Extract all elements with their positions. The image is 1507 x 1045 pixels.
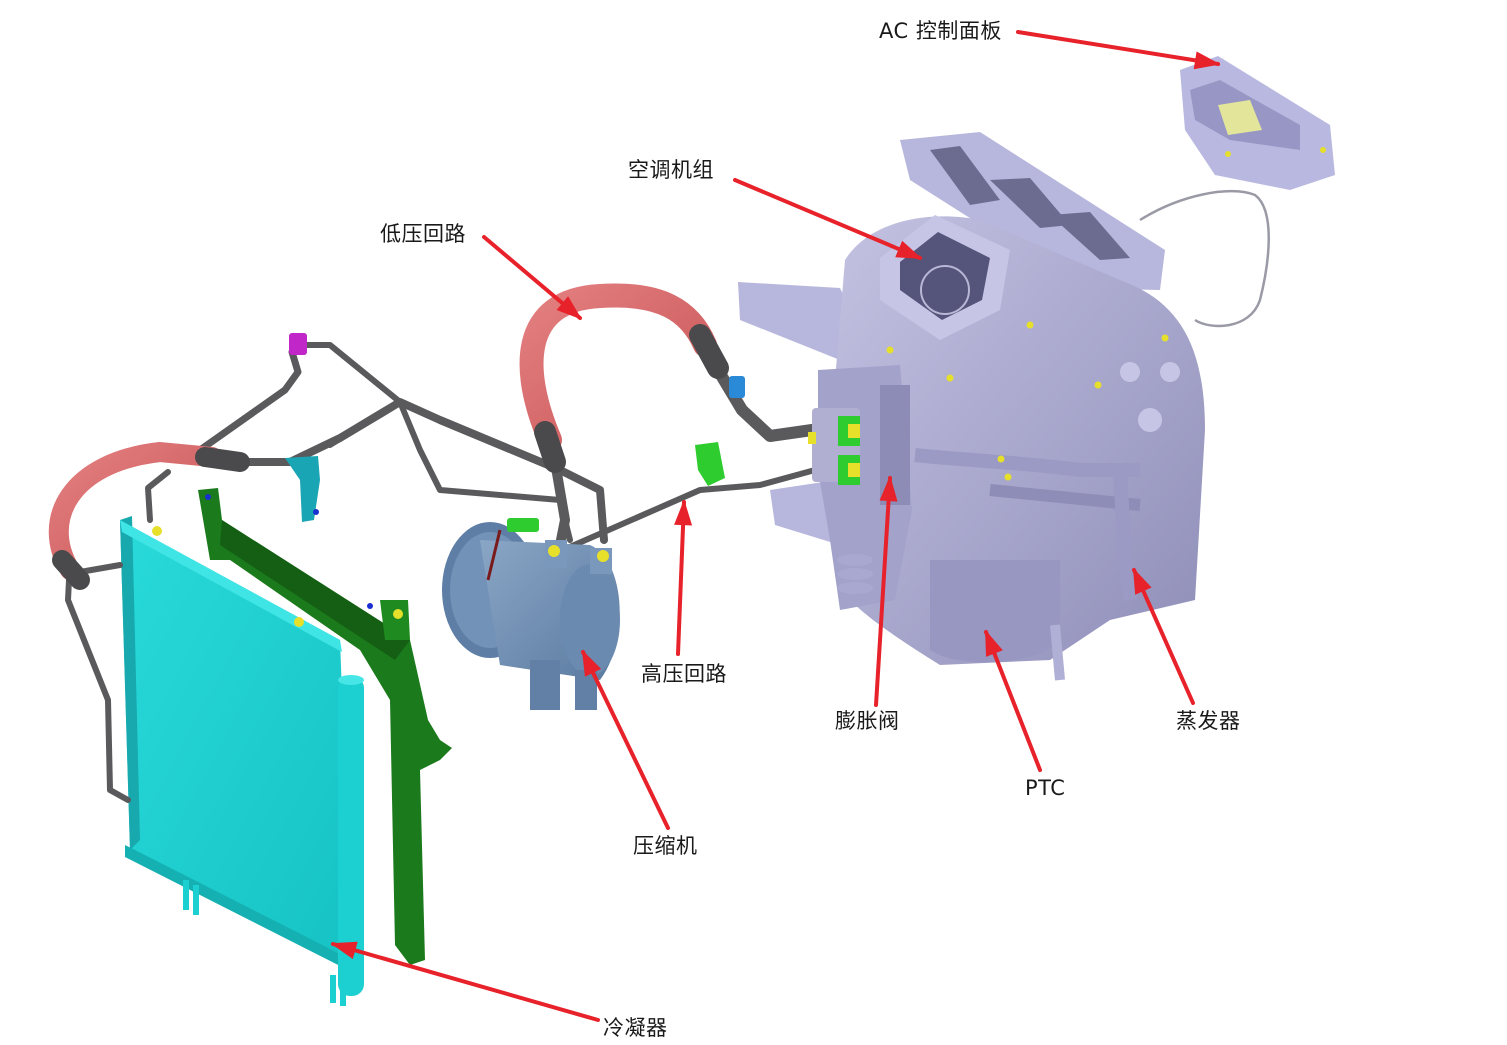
radiator-frame — [198, 488, 452, 965]
label-compressor: 压缩机 — [633, 834, 698, 858]
arrow-ptc-heater — [984, 629, 1042, 772]
callout-arrows — [330, 30, 1221, 1022]
ac-control-panel — [1180, 56, 1335, 190]
label-ac-control-panel: AC 控制面板 — [879, 19, 1002, 43]
arrow-condenser — [330, 941, 600, 1022]
arrow-low-pressure-line — [482, 235, 582, 320]
control-cable — [1139, 189, 1270, 328]
arrow-expansion-valve — [874, 475, 898, 707]
label-expansion-valve: 膨胀阀 — [835, 709, 900, 733]
label-hvac-unit: 空调机组 — [628, 158, 714, 182]
condenser — [120, 516, 403, 1006]
compressor — [442, 518, 620, 710]
fittings — [285, 333, 745, 522]
arrow-ac-control-panel — [1016, 30, 1221, 70]
arrow-high-pressure-line — [674, 499, 693, 656]
hvac-unit — [738, 132, 1205, 681]
label-high-pressure-line: 高压回路 — [641, 662, 727, 686]
low-pressure-hoses — [48, 283, 729, 590]
label-low-pressure-line: 低压回路 — [380, 222, 466, 246]
label-condenser: 冷凝器 — [603, 1016, 668, 1040]
arrow-hvac-unit — [733, 178, 923, 260]
arrow-compressor — [581, 649, 670, 830]
arrow-evaporator — [1132, 567, 1195, 705]
label-ptc-heater: PTC — [1025, 776, 1066, 800]
label-evaporator: 蒸发器 — [1176, 709, 1241, 733]
